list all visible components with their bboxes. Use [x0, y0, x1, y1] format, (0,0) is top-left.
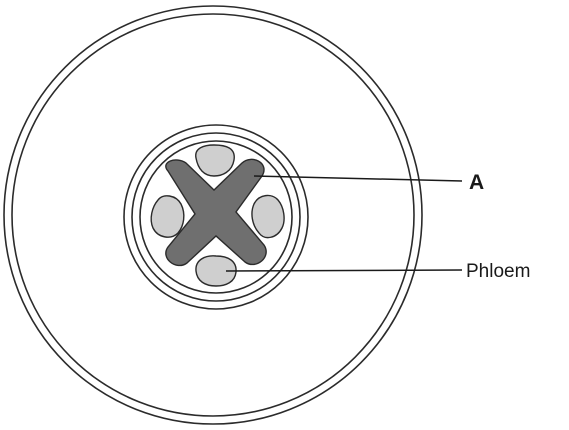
label-phloem: Phloem	[466, 261, 530, 282]
pointer-line-phloem	[226, 270, 462, 271]
phloem-patch-left	[151, 196, 184, 237]
pointer-line-a	[254, 176, 462, 181]
label-a: A	[469, 171, 484, 194]
phloem-patch-top	[196, 145, 235, 176]
phloem-patch-right	[252, 195, 284, 237]
